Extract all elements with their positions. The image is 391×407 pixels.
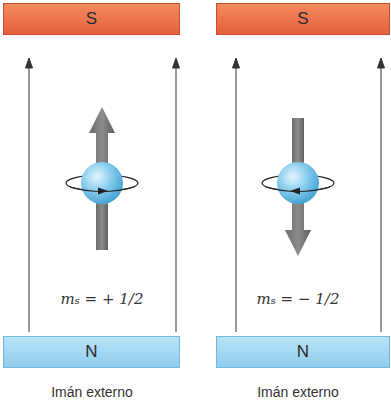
magnet-north: N [3, 336, 180, 368]
magnet-south: S [216, 3, 390, 35]
field-lines [26, 58, 385, 332]
pole-letter: S [86, 9, 97, 29]
magnet-south: S [3, 3, 180, 35]
magnet-north: N [216, 336, 390, 368]
pole-letter: N [85, 342, 97, 362]
pole-letter: S [297, 9, 308, 29]
electron-down [262, 118, 334, 256]
caption: Imán externo [51, 384, 133, 400]
quantum-number: mₛ = − 1/2 [255, 290, 342, 308]
electron-up [66, 107, 138, 250]
pole-letter: N [297, 342, 309, 362]
quantum-number: mₛ = + 1/2 [59, 290, 146, 308]
caption: Imán externo [257, 384, 339, 400]
